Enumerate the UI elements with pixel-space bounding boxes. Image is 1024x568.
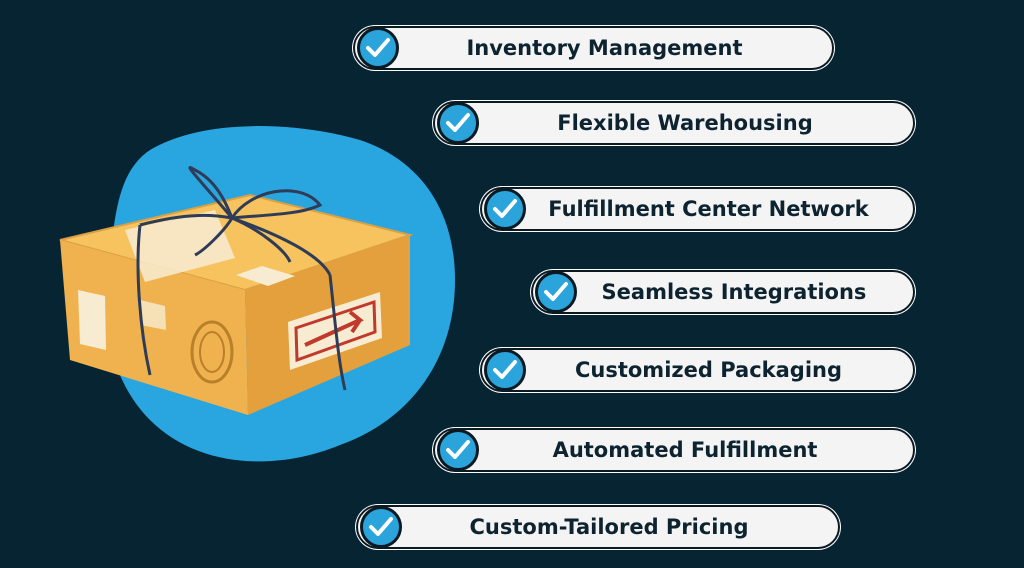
feature-item-1: Inventory Management [353, 26, 834, 70]
stamp-seal [190, 320, 234, 384]
checkmark-icon [360, 506, 402, 548]
feature-label: Fulfillment Center Network [548, 197, 869, 221]
checkmark-icon [484, 349, 526, 391]
front-label [78, 290, 106, 350]
feature-item-2: Flexible Warehousing [433, 101, 915, 145]
feature-label: Custom-Tailored Pricing [469, 515, 749, 539]
twine-right [328, 274, 347, 391]
feature-item-3: Fulfillment Center Network [480, 187, 915, 231]
package-illustration [59, 126, 456, 462]
feature-item-5: Customized Packaging [480, 348, 915, 392]
feature-item-6: Automated Fulfillment [433, 428, 915, 472]
checkmark-icon [437, 102, 479, 144]
feature-item-4: Seamless Integrations [531, 270, 915, 314]
checkmark-icon [437, 429, 479, 471]
feature-label: Customized Packaging [574, 358, 842, 382]
feature-item-7: Custom-Tailored Pricing [356, 505, 840, 549]
checkmark-icon [484, 188, 526, 230]
front-patch [140, 300, 166, 330]
bow [188, 166, 323, 263]
checkmark-icon [535, 271, 577, 313]
qr-sticker [236, 266, 295, 286]
tape-strip [125, 210, 235, 282]
checkmark-icon [357, 27, 399, 69]
feature-label: Flexible Warehousing [557, 111, 813, 135]
feature-label: Inventory Management [466, 36, 743, 60]
feature-label: Seamless Integrations [601, 280, 867, 304]
twine-front [136, 224, 152, 376]
feature-label: Automated Fulfillment [552, 438, 818, 462]
